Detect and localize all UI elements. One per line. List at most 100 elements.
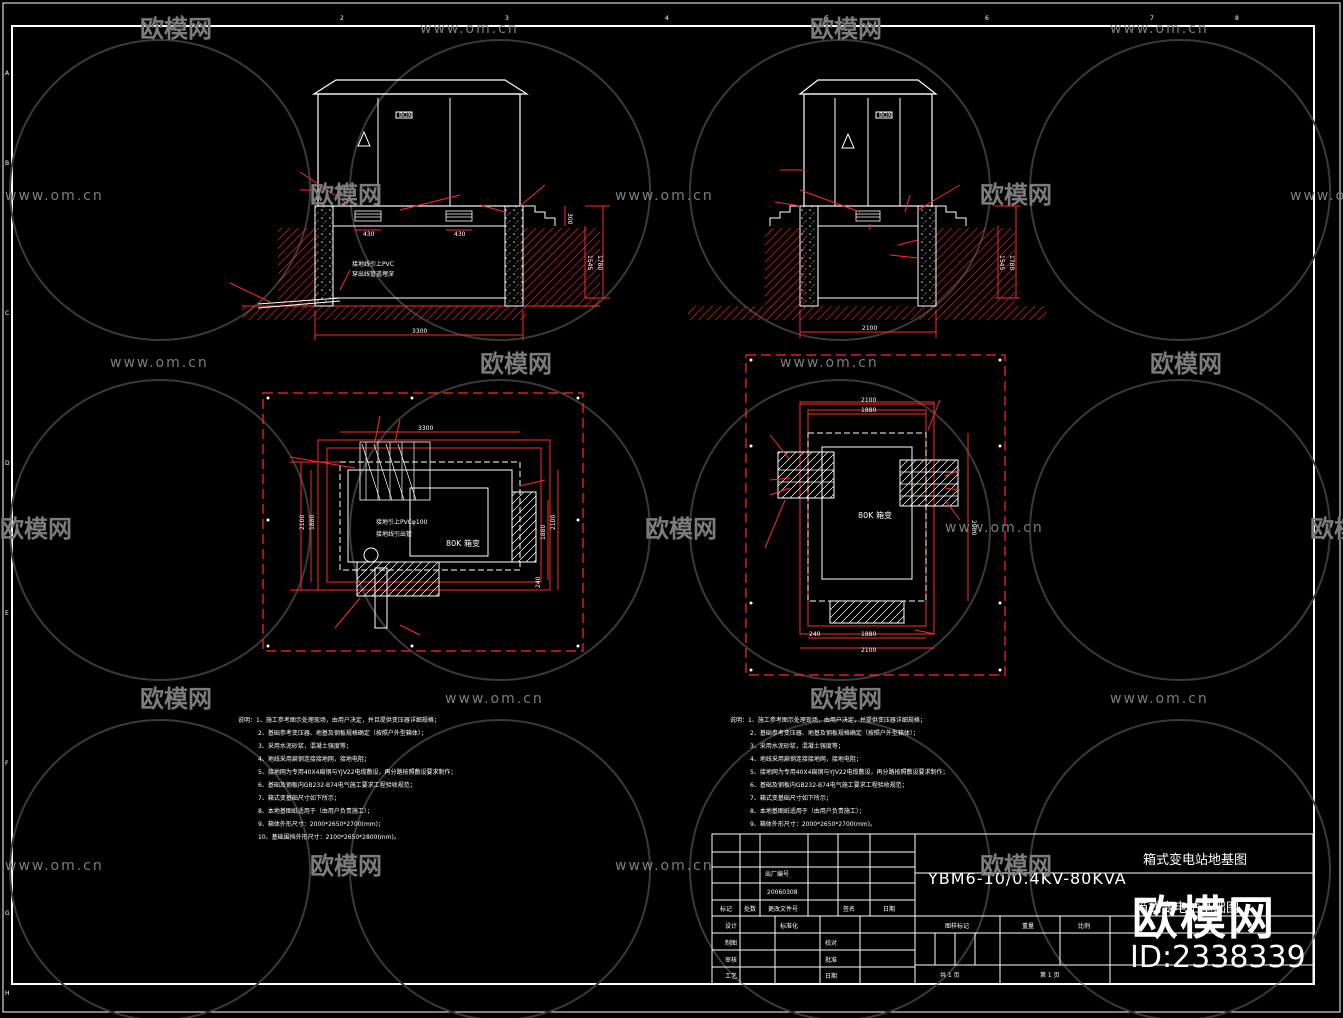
tb-file-no: 更改文件号 bbox=[768, 905, 798, 913]
note-left-5: 5、接地网为专用40X4扁钢与YJV22电缆敷设，再分路按照敷设要求制作； bbox=[258, 768, 457, 776]
zone-row-b: B bbox=[5, 160, 9, 167]
factory-no-label: 出厂编号 bbox=[765, 870, 789, 878]
right-elev-dim-height2: 1545 bbox=[998, 255, 1005, 270]
watermark-brand-6: 欧模网 bbox=[1150, 350, 1222, 378]
watermark-site-10: www.om.cn bbox=[1110, 691, 1209, 707]
watermark-site-6: www.om.cn bbox=[110, 355, 209, 371]
note-right-1: 说明：1、施工参考图示处理现场，由用户决定，并提供变压器详细规格； bbox=[730, 716, 926, 724]
watermark-site-9: www.om.cn bbox=[445, 691, 544, 707]
note-left-8: 8、本地基图纸适用于（由用户负责施工）； bbox=[258, 807, 373, 815]
watermark-site-7: www.om.cn bbox=[780, 355, 879, 371]
zone-row-g: G bbox=[5, 910, 10, 917]
note-left-3: 3、采用水泥砂浆，混凝土强度等； bbox=[258, 742, 352, 750]
watermark-brand-2: 欧模网 bbox=[810, 15, 882, 43]
note-left-9: 9、箱体外形尺寸：2000*2650*2700(mm)； bbox=[258, 820, 384, 828]
right-elev-dim-width: 2100 bbox=[862, 325, 877, 332]
title-block-text: 箱式变电站地基图 YBM6-10/0.4KV-80KVA 箱式变电站基础图 出厂… bbox=[720, 852, 1247, 980]
tb-count: 处数 bbox=[744, 905, 756, 913]
note-left-10: 10、基础围挡外形尺寸：2100*2650*2800(mm)。 bbox=[258, 833, 400, 841]
left-plan-dim-side5: 240 bbox=[535, 576, 542, 588]
watermark-site-2: www.om.cn bbox=[1110, 21, 1209, 37]
watermark-brand-12: 欧模网 bbox=[310, 852, 382, 880]
note-right-2: 2、基础参考变压器、地基及钢板规格确定（按照户外型箱体）； bbox=[750, 729, 919, 737]
tb-design: 设计 bbox=[725, 922, 737, 930]
left-plan-pipe-label: 接地引上PVCφ100 bbox=[376, 518, 428, 526]
left-plan: 3300 2100 1880 1880 2100 240 80K 箱变 接地引上… bbox=[262, 392, 584, 652]
note-left-7: 7、箱式变基础尺寸如下所示； bbox=[258, 794, 340, 802]
model-number: YBM6-10/0.4KV-80KVA bbox=[927, 869, 1127, 888]
watermark-brand-7: 欧模网 bbox=[0, 515, 72, 543]
zone-row-c: C bbox=[5, 310, 9, 317]
right-plan: 2100 1880 240 1880 2100 2000 80K 箱变 bbox=[745, 354, 1006, 676]
tb-check: 校对 bbox=[825, 939, 837, 947]
right-plan-dim-top2: 1880 bbox=[861, 407, 876, 414]
watermark-brand-10: 欧模网 bbox=[140, 685, 212, 713]
left-elevation: BOX bbox=[229, 79, 610, 340]
zone-row-e: E bbox=[5, 610, 9, 617]
zone-col-3: 3 bbox=[505, 15, 509, 22]
note-right-6: 6、基础及钢板内GB232-B74电气施工要求工程验收规范； bbox=[750, 781, 908, 789]
zone-col-1: 1 bbox=[180, 15, 184, 22]
note-left-2: 2、基础参考变压器、地基及钢板规格确定（按照户外型箱体）； bbox=[258, 729, 427, 737]
left-elev-dim-height: 1780 bbox=[596, 255, 603, 270]
right-plan-center-label: 80K 箱变 bbox=[858, 510, 892, 520]
note-left-1: 说明：1、施工参考图示处理现场，由用户决定，并且提供变压器详细规格； bbox=[238, 716, 440, 724]
watermark-site-1: www.om.cn bbox=[420, 21, 519, 37]
left-elev-dim-hole2: 430 bbox=[454, 231, 466, 238]
notes-left: 说明：1、施工参考图示处理现场，由用户决定，并且提供变压器详细规格； 2、基础参… bbox=[238, 716, 457, 841]
right-plan-dim-top: 2100 bbox=[861, 397, 876, 404]
drawing-title: 箱式变电站地基图 bbox=[1143, 852, 1247, 868]
left-plan-dim-top: 3300 bbox=[418, 425, 433, 432]
tb-standard: 标准化 bbox=[780, 922, 798, 930]
left-plan-dim-side1: 2100 bbox=[299, 515, 306, 530]
tb-sheet-no: 第 1 页 bbox=[1040, 971, 1060, 979]
right-elev-door-label: BOX bbox=[879, 112, 891, 119]
left-plan-dim-side3: 1880 bbox=[540, 525, 547, 540]
watermark-site-12: www.om.cn bbox=[615, 858, 714, 874]
left-elev-dim-height2: 1545 bbox=[586, 255, 593, 270]
left-plan-pipe-label2: 接地线引出管 bbox=[376, 530, 412, 538]
note-left-4: 4、地线采用扁钢连接接地网，接地电阻； bbox=[258, 755, 370, 763]
note-left-6: 6、基础及钢板内GB232-B74电气施工要求工程验收规范； bbox=[258, 781, 416, 789]
left-plan-dim-side4: 2100 bbox=[550, 515, 557, 530]
watermark-site-5: www.om.cn bbox=[1290, 188, 1343, 204]
zone-col-6: 6 bbox=[985, 15, 989, 22]
note-right-8: 8、本地基图纸适用于（由用户负责施工）； bbox=[750, 807, 865, 815]
watermark-circles bbox=[9, 39, 1331, 1018]
zone-col-2: 2 bbox=[340, 15, 344, 22]
zone-col-7: 7 bbox=[1150, 15, 1154, 22]
note-right-3: 3、采用水泥砂浆，混凝土强度等； bbox=[750, 742, 844, 750]
zone-col-4: 4 bbox=[665, 15, 669, 22]
note-right-4: 4、地线采用扁钢连接接地网，接地电阻； bbox=[750, 755, 862, 763]
watermark-site-8: www.om.cn bbox=[945, 520, 1044, 536]
zone-row-h: H bbox=[5, 990, 10, 997]
factory-no: 20060308 bbox=[767, 889, 798, 896]
note-right-7: 7、箱式变基础尺寸如下所示； bbox=[750, 794, 832, 802]
left-elev-dim-side: 300 bbox=[566, 213, 573, 225]
watermark-brand-5: 欧模网 bbox=[480, 350, 552, 378]
tb-date: 日期 bbox=[883, 905, 895, 913]
tb-drawing: 制图 bbox=[725, 939, 737, 947]
right-elevation: BOX 2100 1545 bbox=[688, 79, 1046, 338]
brand-logo-text: 欧模网 bbox=[1132, 891, 1276, 945]
tb-stage-mark: 图样标记 bbox=[945, 922, 969, 930]
left-elev-label-pipe: 接地线引上PVC bbox=[352, 260, 394, 268]
watermark-brand-11: 欧模网 bbox=[810, 685, 882, 713]
watermarks: 欧模网 www.om.cn 欧模网 www.om.cn www.om.cn 欧模… bbox=[0, 15, 1343, 880]
right-elev-dim-height: 1780 bbox=[1008, 255, 1015, 270]
border-zone-labels: 1 2 3 4 5 6 7 8 A B C D E F G H bbox=[5, 15, 1239, 997]
left-elev-door-label: BOX bbox=[399, 112, 411, 119]
tb-mark: 标记 bbox=[720, 905, 732, 913]
title-block bbox=[711, 833, 1314, 985]
notes-right: 说明：1、施工参考图示处理现场，由用户决定，并提供变压器详细规格； 2、基础参考… bbox=[730, 716, 949, 828]
left-elev-dim-width: 3300 bbox=[412, 328, 427, 335]
zone-row-f: F bbox=[5, 760, 9, 767]
zone-col-8: 8 bbox=[1235, 15, 1239, 22]
zone-row-a: A bbox=[5, 70, 10, 77]
left-plan-center-label: 80K 箱变 bbox=[446, 538, 480, 548]
watermark-brand-4: 欧模网 bbox=[980, 181, 1052, 209]
watermark-brand-13: 欧模网 bbox=[980, 852, 1052, 880]
zone-row-d: D bbox=[5, 460, 10, 467]
zone-col-5: 5 bbox=[825, 15, 829, 22]
